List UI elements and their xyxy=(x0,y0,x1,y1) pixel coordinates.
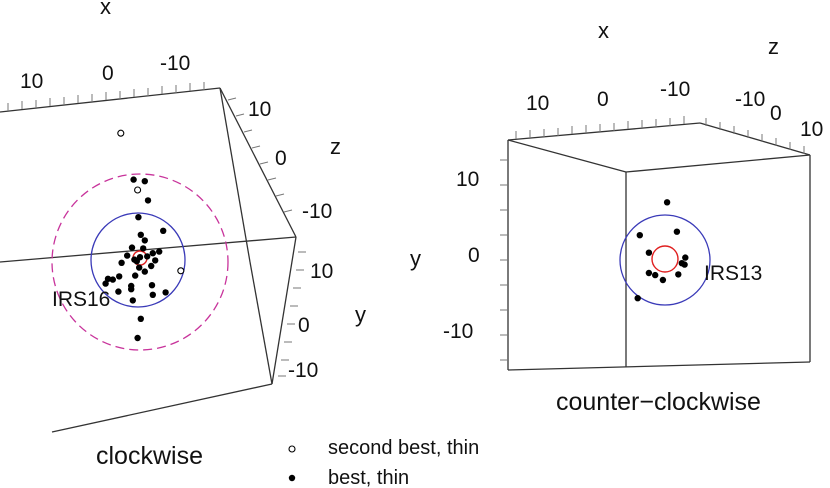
left-top-hatch xyxy=(7,82,205,111)
legend-open-marker xyxy=(288,445,296,453)
right-left-hatch xyxy=(500,159,508,361)
right-top-hatch xyxy=(515,116,805,154)
legend: second best, thin best, thin xyxy=(288,437,479,488)
left-second-best-point-0 xyxy=(117,129,125,137)
right-best-point-3 xyxy=(645,249,653,256)
left-right-hatch xyxy=(227,97,306,377)
right-x-axis-label: x xyxy=(598,18,609,43)
left-best-point-23 xyxy=(104,275,112,282)
left-best-point-3 xyxy=(135,214,142,221)
clockwise-panel: 10 0 -10 x 10 0 -10 z 10 0 -10 y IRS16 c… xyxy=(0,0,366,470)
left-best-point-31 xyxy=(115,288,122,295)
left-best-point-32 xyxy=(162,289,169,296)
right-y-tick-3: -10 xyxy=(443,320,473,343)
right-z-tick-2: 10 xyxy=(800,118,823,141)
right-best-point-6 xyxy=(681,261,688,268)
left-z-tick-2: 0 xyxy=(275,147,287,170)
right-z-axis-label: z xyxy=(768,34,779,59)
left-panel-title: clockwise xyxy=(96,442,203,470)
left-best-point-9 xyxy=(149,250,156,257)
right-y-tick-2: 0 xyxy=(468,244,480,267)
left-y-axis-label: y xyxy=(355,302,366,327)
right-panel-title: counter−clockwise xyxy=(556,388,761,416)
left-best-point-20 xyxy=(141,268,148,275)
right-best-point-2 xyxy=(673,228,681,235)
left-best-point-22 xyxy=(116,273,123,280)
left-best-point-24 xyxy=(109,276,117,283)
left-outer-dashed-circle xyxy=(51,173,229,351)
right-best-point-0 xyxy=(663,199,671,206)
left-best-point-19 xyxy=(136,264,143,271)
right-x-tick-2: 0 xyxy=(597,88,609,111)
right-center-circle xyxy=(651,245,679,273)
right-best-point-9 xyxy=(675,271,682,278)
left-best-point-29 xyxy=(129,297,136,304)
left-x-tick-1: 10 xyxy=(20,70,43,93)
left-second-best-point-1 xyxy=(134,186,142,194)
left-second-best-point-2 xyxy=(177,267,185,275)
left-best-point-25 xyxy=(102,280,109,287)
left-best-point-33 xyxy=(137,315,144,322)
left-star-label: IRS16 xyxy=(52,288,110,311)
left-best-point-1 xyxy=(141,178,148,185)
right-star-label: IRS13 xyxy=(704,262,762,285)
left-box xyxy=(0,87,297,433)
left-best-point-27 xyxy=(148,282,156,289)
counter-clockwise-panel: 10 0 -10 -10 0 10 x z 10 0 -10 y IRS13 c… xyxy=(410,18,823,416)
left-y-tick-1: 10 xyxy=(310,260,333,283)
left-x-tick-3: -10 xyxy=(160,52,190,75)
left-best-point-17 xyxy=(118,259,125,266)
right-x-tick-3: -10 xyxy=(660,78,690,101)
right-x-tick-4: -10 xyxy=(735,88,765,111)
left-best-point-5 xyxy=(137,231,144,238)
left-best-point-34 xyxy=(134,334,141,342)
left-y-tick-3: -10 xyxy=(288,359,318,382)
left-x-axis-label: x xyxy=(100,0,111,19)
left-best-point-28 xyxy=(128,286,135,293)
left-best-point-16 xyxy=(152,257,159,264)
left-best-point-6 xyxy=(141,237,148,244)
left-best-point-11 xyxy=(144,253,151,260)
right-points xyxy=(634,199,689,302)
right-best-point-7 xyxy=(652,271,659,279)
left-best-point-30 xyxy=(149,291,156,298)
left-z-tick-3: -10 xyxy=(302,200,332,223)
left-x-tick-2: 0 xyxy=(102,62,114,85)
right-inner-circle xyxy=(619,214,711,306)
left-y-tick-2: 0 xyxy=(298,314,310,337)
right-best-point-11 xyxy=(634,295,641,302)
left-z-tick-1: 10 xyxy=(248,98,271,121)
left-best-point-14 xyxy=(124,252,131,259)
right-y-tick-1: 10 xyxy=(456,168,479,191)
right-box xyxy=(507,122,811,371)
legend-filled-marker xyxy=(288,474,296,482)
left-best-point-4 xyxy=(160,227,167,234)
left-best-point-10 xyxy=(156,248,163,255)
legend-label-second-best: second best, thin xyxy=(328,437,479,459)
left-best-point-2 xyxy=(144,197,152,204)
right-best-point-8 xyxy=(645,269,653,277)
left-best-point-21 xyxy=(132,272,139,279)
right-best-point-10 xyxy=(659,276,667,284)
left-best-point-15 xyxy=(133,258,140,265)
left-z-axis-label: z xyxy=(330,134,341,159)
left-best-point-0 xyxy=(130,176,137,183)
left-best-point-18 xyxy=(148,262,155,270)
right-x-tick-1: 10 xyxy=(526,92,549,115)
right-best-point-4 xyxy=(682,254,689,261)
left-best-point-8 xyxy=(128,244,136,251)
left-best-point-7 xyxy=(140,245,147,252)
right-z-tick-1: 0 xyxy=(770,102,782,125)
left-points xyxy=(102,129,185,342)
left-inner-circle xyxy=(90,212,186,308)
legend-label-best: best, thin xyxy=(328,467,409,488)
right-best-point-1 xyxy=(636,232,643,239)
right-y-axis-label: y xyxy=(410,246,421,271)
